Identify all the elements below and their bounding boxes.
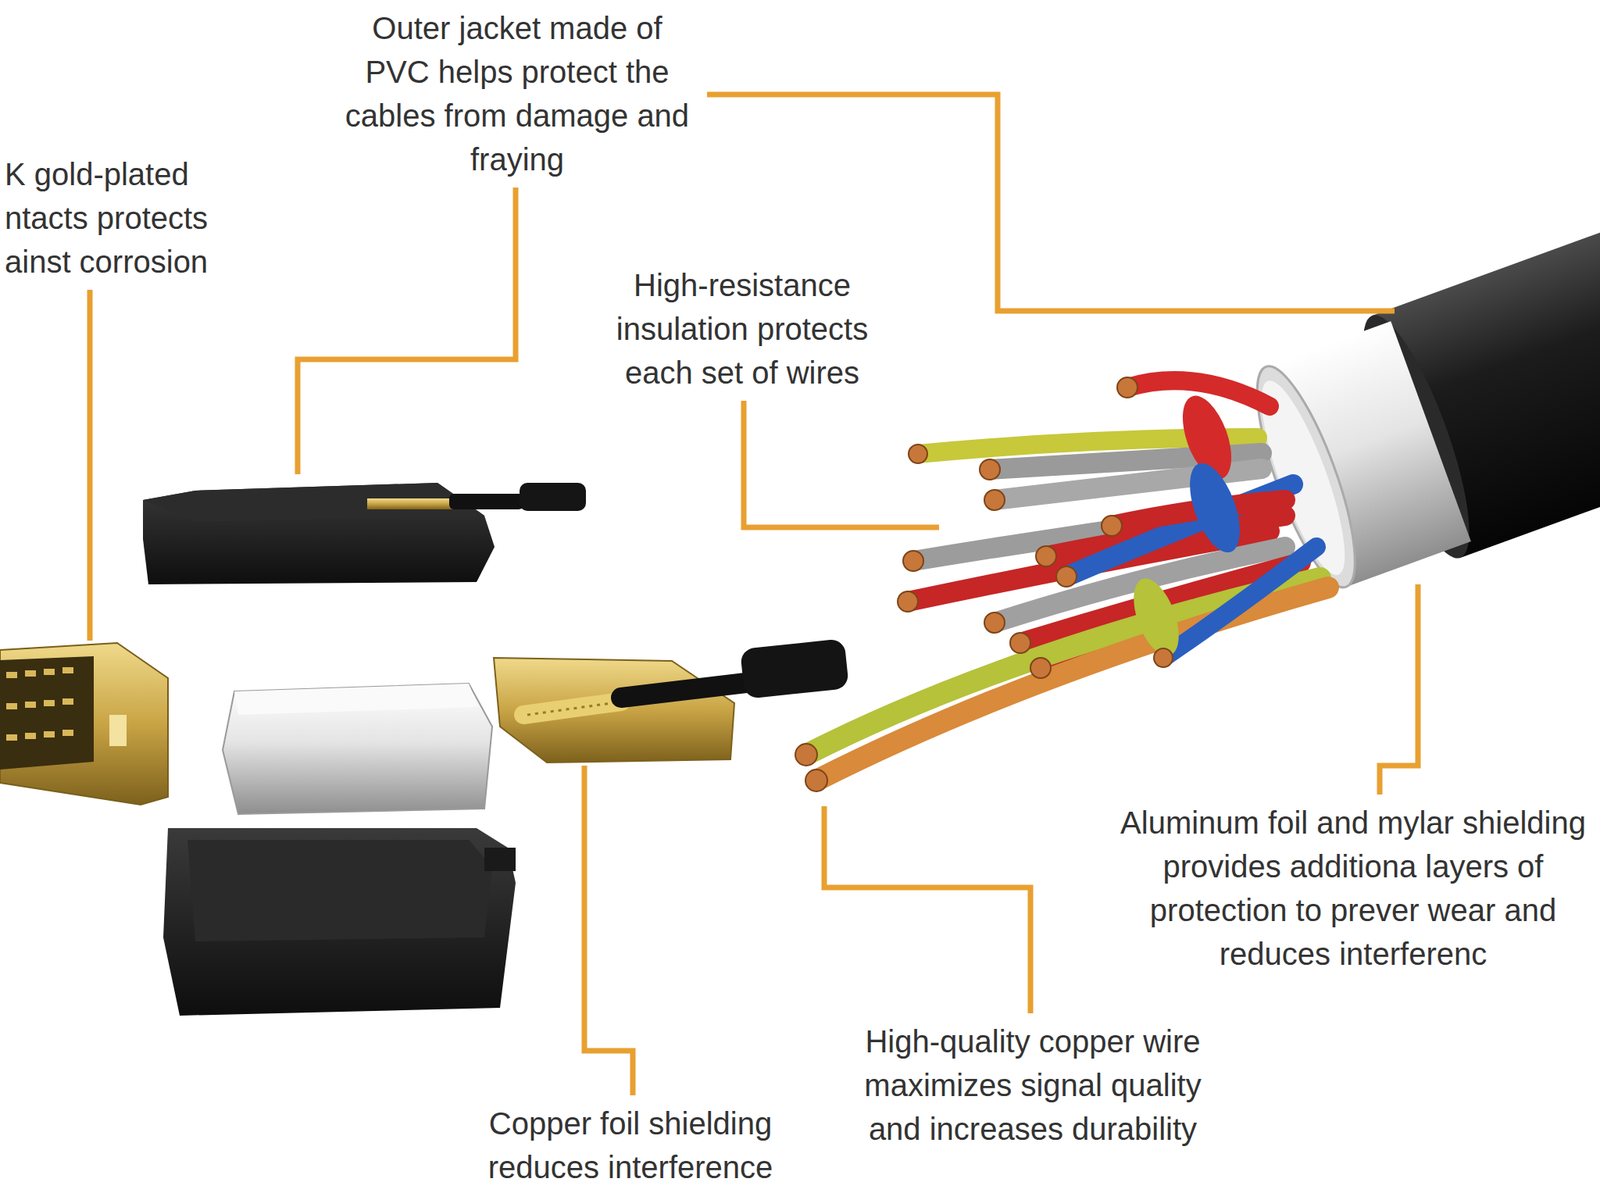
callout-label: Outer jacket made of PVC helps protect t… bbox=[337, 6, 697, 182]
callout-label: High-quality copper wire maximizes signa… bbox=[849, 1019, 1217, 1151]
top-shell bbox=[142, 482, 586, 585]
wire-bundle bbox=[806, 380, 1329, 781]
callout-label: Aluminum foil and mylar shielding provid… bbox=[1110, 800, 1596, 976]
dvi-connector bbox=[0, 642, 168, 805]
leader-line bbox=[87, 289, 93, 641]
callout-label: Copper foil shielding reduces interferen… bbox=[458, 1101, 803, 1190]
callout-label: High-resistance insulation protects each… bbox=[578, 263, 907, 395]
leader-line bbox=[743, 400, 940, 528]
callout-label: K gold-plated ntacts protects ainst corr… bbox=[4, 152, 240, 284]
leader-line bbox=[584, 765, 633, 1096]
copper-tips bbox=[795, 377, 1173, 792]
leader-line bbox=[1379, 584, 1418, 795]
silver-shield bbox=[222, 683, 493, 815]
leader-line bbox=[824, 806, 1031, 1014]
bottom-shell bbox=[163, 828, 516, 1016]
copper-foil-shell bbox=[493, 638, 850, 763]
leader-line bbox=[297, 187, 516, 475]
